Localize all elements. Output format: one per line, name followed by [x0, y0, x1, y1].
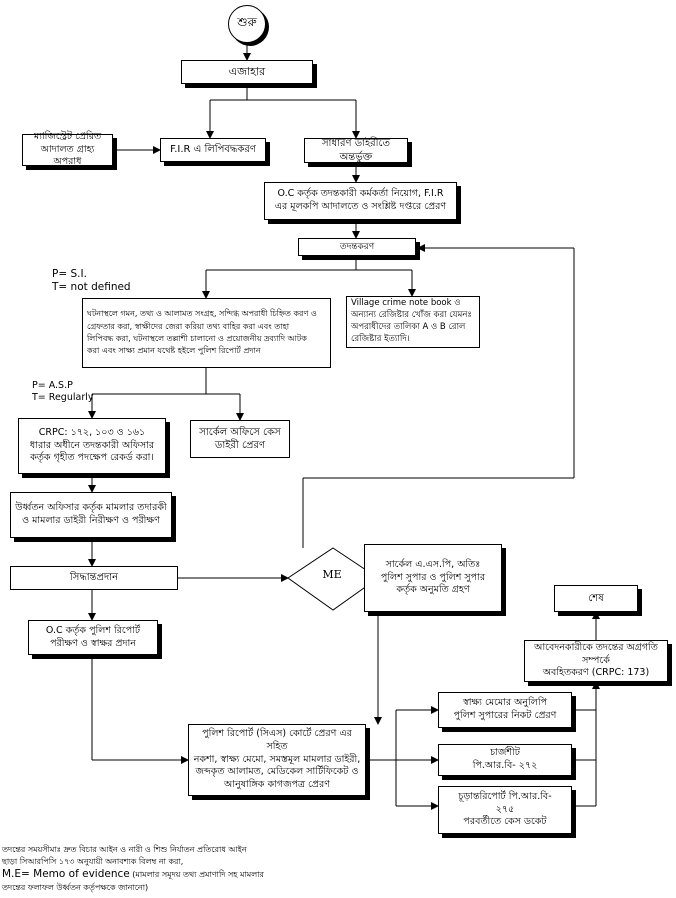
decision-box: সিদ্ধান্তপ্রদান: [10, 566, 178, 590]
memo-copy-box: স্বাক্ষ্য মেমোর অনুলিপি পুলিশ সুপারের নি…: [438, 692, 572, 728]
oc-appoint-box: O.C কর্তৃক তদন্তকারী কর্মকর্তা নিয়োগ, F…: [264, 182, 457, 220]
circle-asp-box: সার্কেল এ.এস.পি, অতিঃ পুলিশ সুপার ও পুলি…: [364, 544, 502, 612]
footnote-me-desc: (মামলার সমূদয় তথ্য প্রমাণাদি সহ মামলার: [129, 870, 264, 880]
footnote-line-3: M.E= Memo of evidence (মামলার সমূদয় তথ্…: [2, 867, 302, 882]
circle-office-label: সার্কেল অফিসে কেস ডাইরী প্রেরণ: [199, 426, 281, 452]
footnote-line-4: তদন্তের ফলাফল উর্ধ্বতন কর্তৃপক্ষকে জানান…: [2, 883, 149, 893]
circle-office-box: সার্কেল অফিসে কেস ডাইরী প্রেরণ: [190, 420, 290, 458]
crpc-record-box: CRPC: ১৭২, ১০৩ ও ১৬১ ধারার অধীনে তদন্তকা…: [18, 418, 166, 474]
applicant-inform-box: আবেদনকারীকে তদন্তের অগ্রগতি সম্পর্কে অবহ…: [524, 640, 668, 682]
footnote: তদন্তের সময়সীমাঃ দ্রুত বিচার আইন ও নারী…: [2, 844, 302, 894]
end-label: শেষ: [588, 592, 604, 604]
fir-label: F.I.R এ লিপিবদ্ধকরণ: [170, 144, 256, 156]
village-crime-box: Village crime note book ও অন্যান্য রেজিষ…: [346, 296, 480, 348]
start-label: শুরু: [237, 15, 257, 29]
crpc-record-label: CRPC: ১৭২, ১০৩ ও ১৬১ ধারার অধীনে তদন্তকা…: [29, 426, 155, 464]
senior-officer-label: উর্ধ্বতন অফিসার কর্তৃক মামলার তদারকী ও ম…: [15, 502, 167, 526]
magistrate-label: ম্যাজিস্ট্রেট প্রেরিত আদালত গ্রাহ্য অপরা…: [33, 130, 102, 168]
investigation-label: তদন্তকরণ: [339, 241, 375, 252]
oc-report-box: O.C কর্তৃক পুলিশ রিপোর্ট পরীক্ষণ ও স্বাক…: [28, 620, 158, 655]
ejahar-box: এজাহার: [181, 60, 313, 84]
chargesheet-box: চার্জশীট পি.আর.বি- ২৭২: [438, 744, 572, 776]
footnote-line-1: তদন্তের সময়সীমাঃ দ্রুত বিচার আইন ও নারী…: [2, 845, 247, 854]
decision-label: সিদ্ধান্তপ্রদান: [69, 572, 119, 584]
pt-note-asp: P= A.S.P T= Regularly: [32, 380, 94, 403]
end-box: শেষ: [554, 585, 638, 612]
final-report-label: চূড়ান্তরিপোর্ট পি.আর.বি- ২৭৫ পরবর্তীতে …: [458, 790, 552, 828]
police-report-box: পুলিশ রিপোর্ট (সিএস) কোর্টে প্রেরণ এর সহ…: [188, 724, 366, 796]
ejahar-label: এজাহার: [228, 64, 266, 78]
general-diary-label: সাধারণ ডাইরীতে অন্তর্ভুক্ত: [321, 138, 391, 163]
magistrate-box: ম্যাজিস্ট্রেট প্রেরিত আদালত গ্রাহ্য অপরা…: [22, 130, 113, 168]
start-node: শুরু: [228, 5, 266, 43]
police-report-label: পুলিশ রিপোর্ট (সিএস) কোর্টে প্রেরণ এর সহ…: [193, 727, 361, 791]
me-decision-diamond: [287, 547, 379, 611]
fir-box: F.I.R এ লিপিবদ্ধকরণ: [160, 138, 266, 162]
investigation-box: তদন্তকরণ: [298, 238, 416, 256]
field-investigation-box: ঘটনাস্থলে গমন, তথ্য ও আলামত সংগ্রহ, সন্দ…: [82, 298, 331, 368]
senior-officer-box: উর্ধ্বতন অফিসার কর্তৃক মামলার তদারকী ও ম…: [10, 492, 172, 538]
footnote-me-term: M.E= Memo of evidence: [2, 868, 130, 881]
village-crime-label: Village crime note book ও অন্যান্য রেজিষ…: [351, 298, 472, 344]
oc-appoint-label: O.C কর্তৃক তদন্তকারী কর্মকর্তা নিয়োগ, F…: [274, 188, 447, 212]
memo-copy-label: স্বাক্ষ্য মেমোর অনুলিপি পুলিশ সুপারের নি…: [453, 697, 557, 721]
footnote-line-2: ছাড়া সিআরপিসি ১৭৩ অনুযায়ী অনাবশ্যক বিল…: [2, 856, 184, 866]
general-diary-box: সাধারণ ডাইরীতে অন্তর্ভুক্ত: [304, 138, 408, 163]
oc-report-label: O.C কর্তৃক পুলিশ রিপোর্ট পরীক্ষণ ও স্বাক…: [45, 624, 141, 649]
applicant-inform-label: আবেদনকারীকে তদন্তের অগ্রগতি সম্পর্কে অবহ…: [534, 641, 658, 679]
chargesheet-label: চার্জশীট পি.আর.বি- ২৭২: [472, 747, 538, 771]
me-label: ME: [322, 568, 342, 581]
field-investigation-label: ঘটনাস্থলে গমন, তথ্য ও আলামত সংগ্রহ, সন্দ…: [87, 309, 317, 356]
circle-asp-label: সার্কেল এ.এস.পি, অতিঃ পুলিশ সুপার ও পুলি…: [380, 558, 486, 596]
final-report-box: চূড়ান্তরিপোর্ট পি.আর.বি- ২৭৫ পরবর্তীতে …: [438, 786, 572, 834]
pt-note-si: P= S.I. T= not defined: [52, 268, 131, 294]
